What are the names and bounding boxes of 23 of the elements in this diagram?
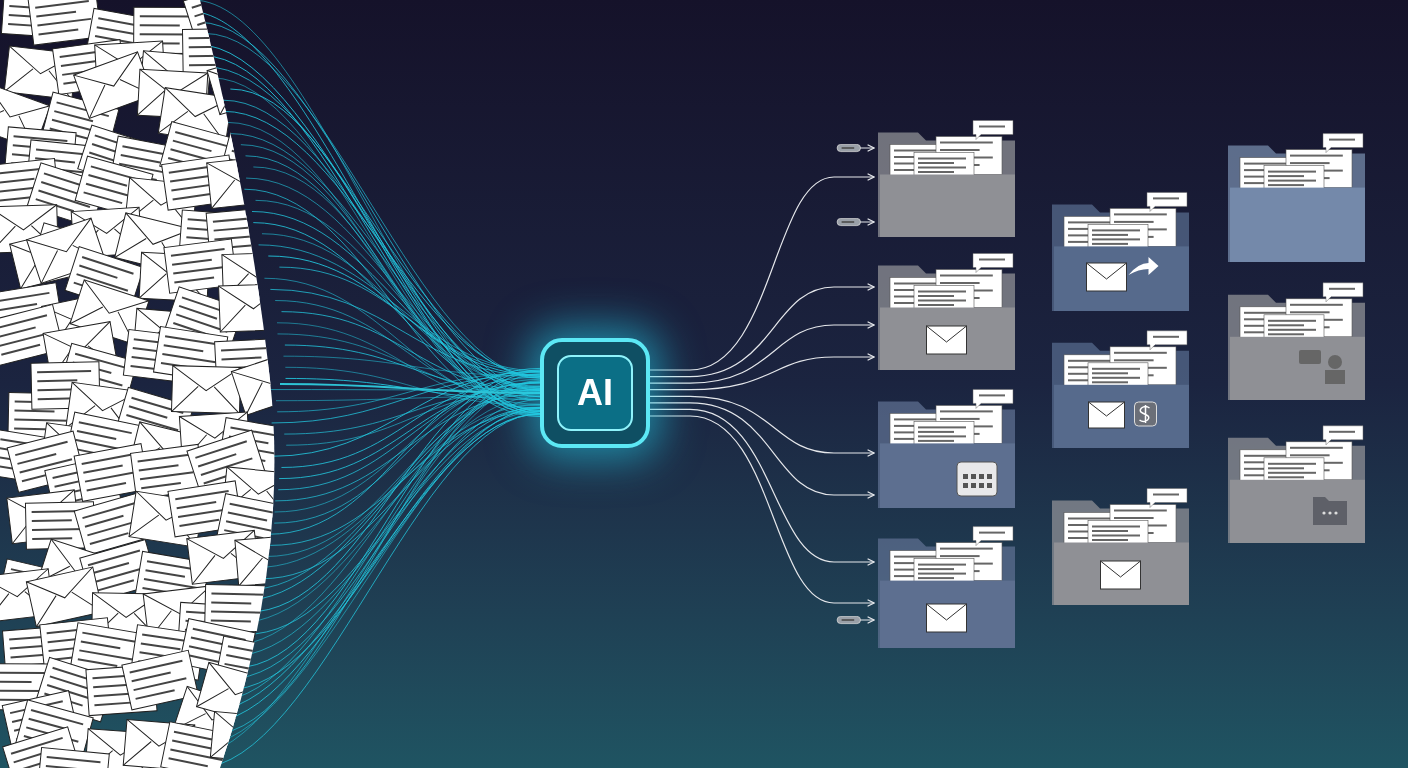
arrow bbox=[649, 395, 875, 457]
arrow bbox=[649, 408, 875, 566]
arrow bbox=[649, 283, 875, 378]
arrow bbox=[649, 353, 875, 391]
arrow bbox=[649, 321, 875, 384]
folder-drawing bbox=[1052, 332, 1189, 448]
tag-arrow bbox=[836, 616, 875, 624]
folder-drawing bbox=[878, 390, 1015, 508]
folder-drawing bbox=[1228, 284, 1365, 400]
folder-drawing bbox=[1228, 427, 1365, 543]
folder-drawing bbox=[878, 122, 1015, 237]
chip-label: AI bbox=[577, 375, 613, 411]
tag-arrow bbox=[836, 218, 875, 226]
folder-drawing bbox=[878, 526, 1015, 648]
arrow bbox=[649, 415, 875, 607]
arrow bbox=[649, 402, 875, 499]
ai-chip bbox=[540, 338, 650, 448]
folder-drawing bbox=[1052, 193, 1189, 311]
folder-drawing bbox=[878, 255, 1015, 370]
arrow bbox=[649, 173, 875, 371]
tag-arrow bbox=[836, 144, 875, 152]
folder-drawing bbox=[1228, 130, 1365, 262]
folder-drawing bbox=[1052, 490, 1189, 605]
